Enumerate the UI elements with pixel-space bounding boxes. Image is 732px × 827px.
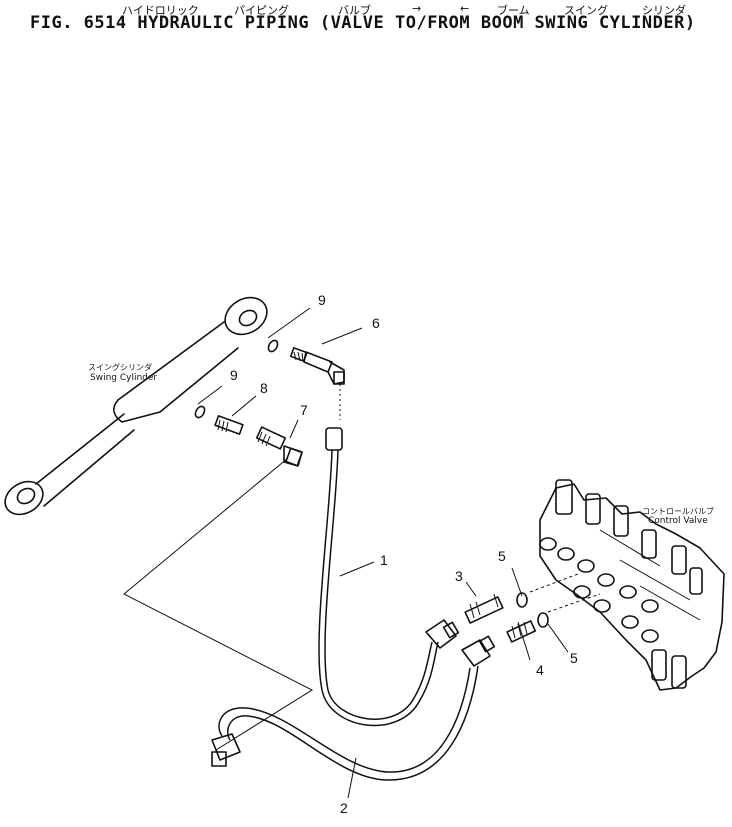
o-ring-5-upper <box>516 592 528 608</box>
title-jp-word: バルブ <box>338 4 371 17</box>
swing-cylinder <box>4 296 268 516</box>
callout-o-ring-5-lower: 5 <box>570 650 578 666</box>
control-valve <box>539 479 725 691</box>
callout-connector-3: 3 <box>455 568 463 584</box>
title-jp-word: シリンダ <box>642 4 686 17</box>
callout-adapter-8: 8 <box>260 380 268 396</box>
leader-lines <box>123 307 601 799</box>
elbow-fitting-6 <box>289 347 345 420</box>
callout-adapter-4: 4 <box>536 662 544 678</box>
connector-3 <box>464 593 504 624</box>
callout-o-ring-9-lower: 9 <box>230 367 238 383</box>
o-ring-9-lower <box>194 405 206 419</box>
hose-1 <box>318 427 460 727</box>
control-valve-label-jp: コントロールバルブ <box>642 507 714 516</box>
swing-cylinder-label-jp: スイングシリンダ <box>88 363 152 372</box>
adapter-8 <box>214 415 244 435</box>
callout-o-ring-9-upper: 9 <box>318 292 326 308</box>
elbow-fitting-7 <box>255 426 303 467</box>
callout-hose-1: 1 <box>380 552 388 568</box>
callout-o-ring-5-upper: 5 <box>498 548 506 564</box>
swing-cylinder-label-en: Swing Cylinder <box>90 373 158 383</box>
title-jp-word: ブーム <box>497 4 530 17</box>
figure-title: FIG. 6514 HYDRAULIC PIPING (VALVE TO/FRO… <box>30 13 696 33</box>
title-jp-word: ← <box>460 2 470 15</box>
callout-elbow-6: 6 <box>372 315 380 331</box>
title-jp-word: ハイドロリック <box>122 4 199 17</box>
callout-elbow-7: 7 <box>300 402 308 418</box>
title-japanese: ハイドロリック パイピング バルブ → ← ブーム スイング シリンダ <box>40 2 730 17</box>
o-ring-9-upper <box>267 339 279 353</box>
o-ring-5-lower <box>537 612 549 628</box>
callout-hose-2: 2 <box>340 800 348 816</box>
hose-2 <box>211 635 496 781</box>
control-valve-label-en: Control Valve <box>648 516 708 526</box>
title-jp-word: スイング <box>564 4 608 17</box>
title-jp-word: → <box>412 2 422 15</box>
title-jp-word: パイピング <box>234 4 289 17</box>
